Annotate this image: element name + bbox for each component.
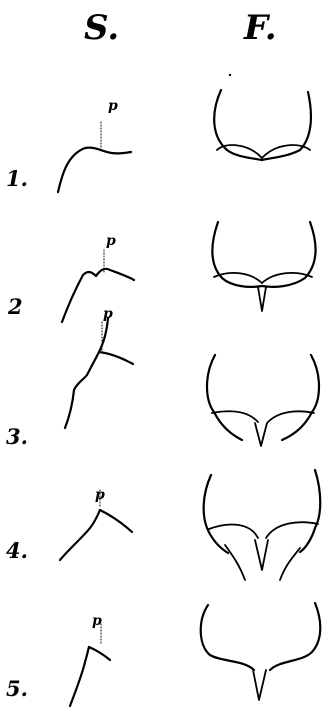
side-view-1: p	[58, 98, 131, 192]
point-label-3: p	[103, 306, 113, 322]
front-view-4	[204, 470, 321, 580]
side-view-4: p	[60, 487, 132, 560]
side-view-2: p	[62, 233, 134, 322]
point-label-2: p	[106, 233, 116, 249]
point-label-1: p	[108, 98, 118, 114]
side-view-5: p	[70, 613, 110, 706]
front-view-1	[214, 90, 311, 160]
front-view-5	[201, 603, 321, 700]
stray-dot	[229, 74, 231, 76]
front-view-3	[207, 355, 319, 446]
front-view-2	[212, 222, 315, 311]
side-view-3: p	[65, 306, 133, 428]
point-label-5: p	[92, 613, 102, 629]
point-label-4: p	[95, 487, 105, 503]
